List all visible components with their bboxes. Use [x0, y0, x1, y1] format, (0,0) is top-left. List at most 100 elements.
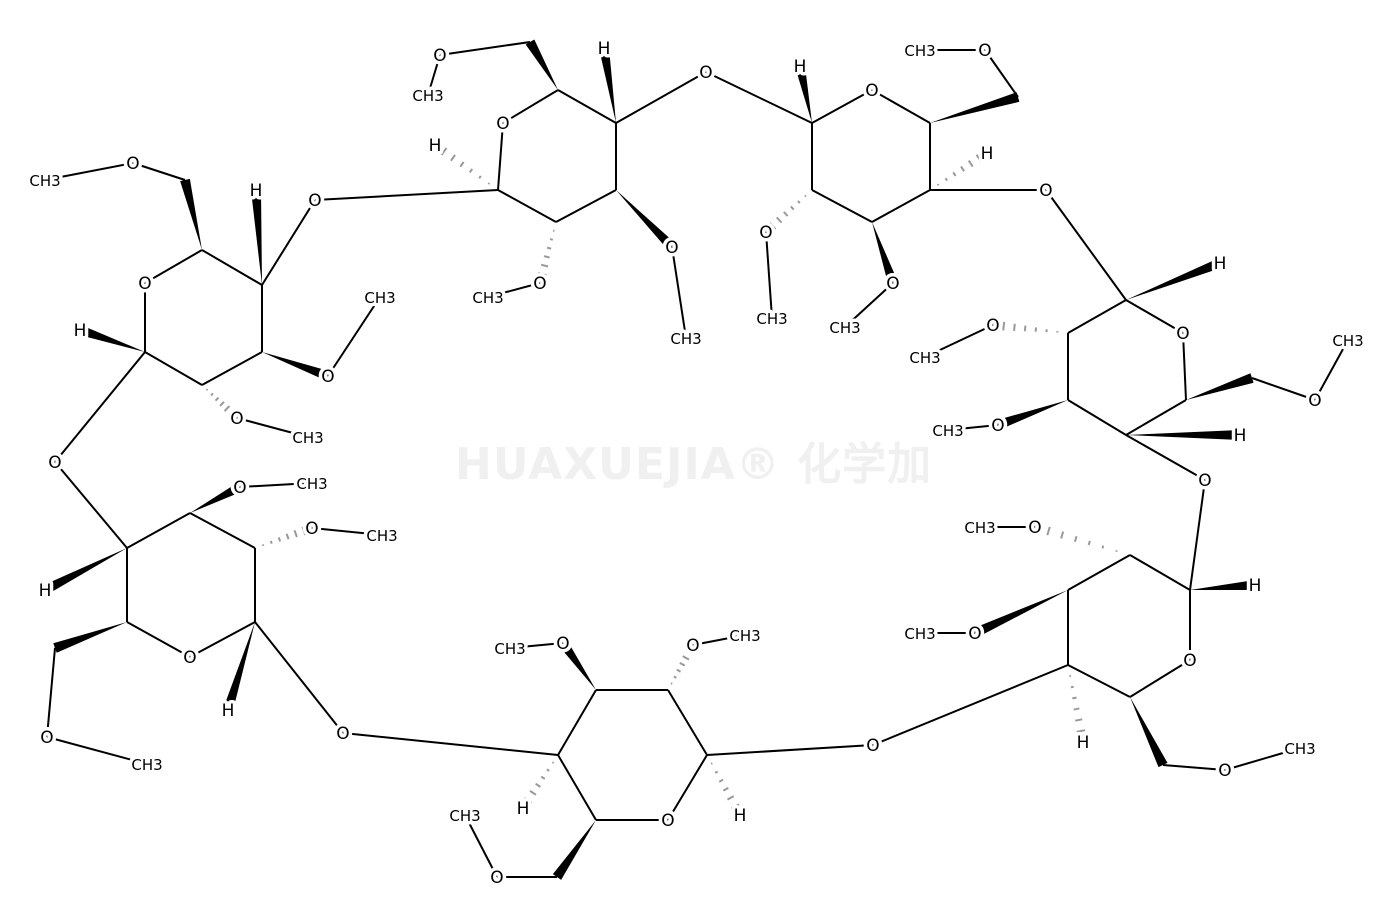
methyl-label: CH3: [904, 42, 935, 60]
single-bond: [126, 512, 191, 549]
single-bond: [667, 754, 708, 821]
wedge-bond: [930, 92, 1020, 123]
hydrogen-label: H: [429, 136, 442, 156]
hydrogen-label: H: [794, 57, 807, 77]
single-bond: [1129, 554, 1191, 591]
wedge-bond: [1186, 373, 1254, 400]
single-bond: [557, 89, 617, 124]
methyl-label: CH3: [364, 289, 395, 307]
methyl-label: CH3: [412, 87, 443, 105]
single-bond: [342, 732, 559, 756]
watermark: HUAXUEJIA® 化学加: [455, 439, 933, 490]
oxygen-label: O: [321, 367, 334, 387]
single-bond: [1067, 554, 1131, 591]
methyl-label: CH3: [729, 627, 760, 645]
single-bond: [871, 189, 931, 223]
wedge-bond: [42, 548, 127, 595]
hydrogen-label: H: [74, 321, 87, 341]
single-bond: [555, 189, 617, 223]
oxygen-label: O: [661, 811, 674, 831]
single-bond: [1314, 339, 1349, 401]
hydrogen-label: H: [1234, 426, 1247, 446]
hydrogen-label: H: [222, 701, 235, 721]
single-bond: [811, 89, 873, 124]
oxygen-label: O: [496, 114, 509, 134]
hashed-bond: [991, 319, 1059, 333]
methyl-label: CH3: [670, 330, 701, 348]
single-bond: [201, 351, 263, 386]
methyl-label: CH3: [29, 172, 60, 190]
oxygen-label: O: [978, 41, 991, 61]
hydrogen-label: H: [1214, 254, 1227, 274]
single-bond: [54, 461, 128, 549]
oxygen-label: O: [138, 274, 151, 294]
oxygen-label: O: [48, 453, 61, 473]
oxygen-label: O: [866, 736, 879, 756]
oxygen-label: O: [1039, 181, 1052, 201]
wedge-bond: [996, 400, 1068, 430]
wedge-bond: [180, 178, 202, 250]
single-bond: [1129, 659, 1191, 698]
wedge-bond: [251, 189, 262, 285]
methyl-label: CH3: [296, 475, 327, 493]
wedge-bond: [1130, 697, 1168, 768]
single-bond: [144, 249, 203, 284]
single-bond: [924, 324, 994, 358]
single-bond: [667, 689, 708, 756]
single-bond: [44, 162, 134, 181]
wedge-bond: [223, 622, 255, 712]
single-bond: [557, 754, 597, 821]
hashed-bond: [1069, 674, 1089, 744]
single-bond: [1182, 332, 1187, 401]
single-bond: [427, 54, 441, 96]
oxygen-label: O: [183, 648, 196, 668]
oxygen-label: O: [308, 191, 321, 211]
hashed-bond: [431, 140, 491, 185]
single-bond: [1067, 399, 1127, 436]
single-bond: [1067, 299, 1127, 334]
single-bond: [1125, 399, 1187, 436]
methyl-label: CH3: [472, 289, 503, 307]
hydrogen-label: H: [39, 581, 52, 601]
single-bond: [1067, 664, 1131, 698]
single-bond: [189, 621, 256, 658]
methyl-label: CH3: [449, 807, 480, 825]
hydrogen-label: H: [250, 181, 263, 201]
wedge-bond: [1126, 430, 1240, 440]
single-bond: [327, 296, 381, 377]
hydrogen-label: H: [517, 799, 530, 819]
single-bond: [201, 249, 263, 286]
wedge-bond: [795, 64, 812, 123]
single-bond: [1162, 764, 1226, 771]
wedge-bond: [558, 640, 596, 690]
methyl-label: CH3: [1284, 740, 1315, 758]
oxygen-label: O: [336, 724, 349, 744]
single-bond: [46, 647, 56, 738]
wedge-bond: [972, 590, 1068, 638]
wedge-bond: [262, 352, 330, 381]
single-bond: [1125, 299, 1184, 334]
single-bond: [671, 246, 687, 339]
single-bond: [1251, 377, 1316, 401]
wedge-bond: [599, 47, 616, 123]
oxygen-label: O: [759, 223, 772, 243]
oxygen-label: O: [991, 416, 1004, 436]
single-bond: [765, 231, 773, 319]
single-bond: [947, 424, 999, 431]
single-bond: [132, 162, 186, 181]
single-bond: [439, 41, 531, 56]
single-bond: [692, 634, 746, 646]
single-bond: [1224, 747, 1301, 771]
hashed-bond: [670, 641, 698, 685]
hydrogen-label: H: [1249, 576, 1262, 596]
wedge-bond: [190, 482, 243, 513]
methyl-label: CH3: [292, 429, 323, 447]
single-bond: [464, 814, 498, 878]
single-bond: [871, 89, 931, 124]
wedge-bond: [616, 190, 676, 251]
single-bond: [487, 282, 541, 298]
methyl-label: CH3: [932, 422, 963, 440]
single-bond: [509, 642, 564, 649]
